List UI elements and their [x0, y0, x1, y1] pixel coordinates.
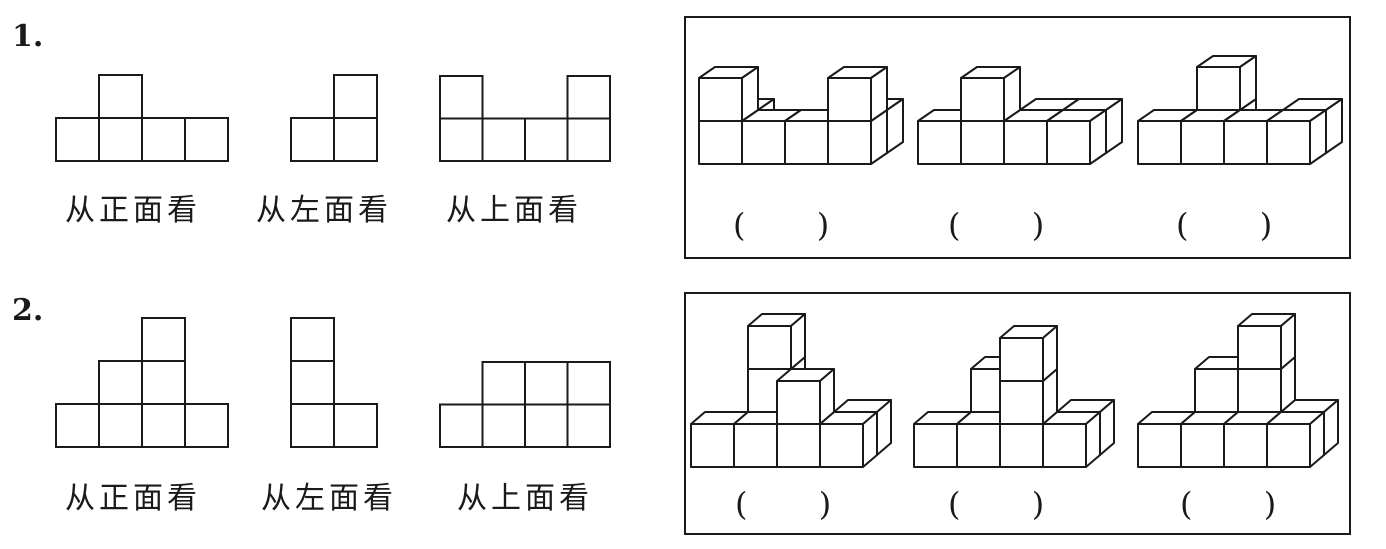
- problem-2-caption-left: 从左面看: [261, 481, 397, 516]
- view-square: [439, 403, 484, 448]
- problem-1-option-b-solid: [917, 66, 1123, 165]
- problem-1-top-view: [439, 75, 611, 162]
- problem-2-option-c-solid: [1137, 313, 1339, 468]
- problem-1-caption-front: 从正面看: [65, 193, 201, 228]
- view-square: [184, 403, 229, 448]
- view-square: [524, 403, 569, 448]
- problem-1-answer-blank-c[interactable]: ( ): [1176, 206, 1272, 244]
- view-square: [98, 117, 143, 162]
- unit-cube: [698, 66, 759, 122]
- problem-1-options-frame: [684, 16, 1351, 259]
- view-square: [290, 117, 335, 162]
- unit-cube: [960, 66, 1021, 122]
- problem-2-left-view: [290, 317, 378, 448]
- view-square: [141, 403, 186, 448]
- unit-cube: [1266, 109, 1327, 165]
- problem-2-option-b-solid: [913, 325, 1115, 468]
- view-square: [141, 317, 186, 362]
- problem-1-caption-top: 从上面看: [446, 193, 582, 228]
- unit-cube: [1046, 109, 1107, 165]
- problem-1-caption-left: 从左面看: [256, 193, 392, 228]
- view-square: [439, 117, 484, 162]
- view-square: [333, 74, 378, 119]
- problem-1-number: 1.: [12, 19, 43, 54]
- unit-cube: [999, 325, 1058, 382]
- view-square: [141, 117, 186, 162]
- problem-1-option-a-solid: [698, 66, 904, 165]
- view-square: [290, 403, 335, 448]
- view-square: [524, 361, 569, 406]
- view-square: [55, 117, 100, 162]
- unit-cube: [819, 411, 878, 468]
- view-square: [333, 403, 378, 448]
- view-square: [566, 361, 611, 406]
- unit-cube: [827, 109, 888, 165]
- view-square: [290, 317, 335, 362]
- unit-cube: [1237, 313, 1296, 370]
- view-square: [98, 360, 143, 405]
- unit-cube: [747, 313, 806, 370]
- problem-2-caption-top: 从上面看: [457, 481, 593, 516]
- view-square: [566, 75, 611, 120]
- unit-cube: [776, 368, 835, 425]
- problem-2-options-frame: [684, 292, 1351, 535]
- view-square: [524, 117, 569, 162]
- problem-2-caption-front: 从正面看: [65, 481, 201, 516]
- view-square: [481, 361, 526, 406]
- problem-1-answer-blank-a[interactable]: ( ): [733, 206, 829, 244]
- view-square: [141, 360, 186, 405]
- unit-cube: [1266, 411, 1325, 468]
- problem-1-front-view: [55, 74, 229, 162]
- problem-2-top-view: [439, 361, 611, 448]
- problem-2-option-a-solid: [690, 313, 892, 468]
- view-square: [566, 403, 611, 448]
- problem-2-answer-blank-c[interactable]: ( ): [1180, 485, 1276, 523]
- problem-1-option-c-solid: [1137, 55, 1343, 165]
- problem-1-left-view: [290, 74, 378, 162]
- unit-cube: [827, 66, 888, 122]
- problem-2-answer-blank-a[interactable]: ( ): [735, 485, 831, 523]
- problem-1-answer-blank-b[interactable]: ( ): [948, 206, 1044, 244]
- view-square: [98, 74, 143, 119]
- view-square: [566, 117, 611, 162]
- unit-cube: [1042, 411, 1101, 468]
- view-square: [290, 360, 335, 405]
- view-square: [98, 403, 143, 448]
- view-square: [481, 117, 526, 162]
- view-square: [184, 117, 229, 162]
- problem-2-answer-blank-b[interactable]: ( ): [948, 485, 1044, 523]
- problem-2-front-view: [55, 317, 229, 448]
- view-square: [439, 75, 484, 120]
- view-square: [55, 403, 100, 448]
- view-square: [481, 403, 526, 448]
- view-square: [333, 117, 378, 162]
- unit-cube: [1196, 55, 1257, 111]
- problem-2-number: 2.: [12, 293, 43, 328]
